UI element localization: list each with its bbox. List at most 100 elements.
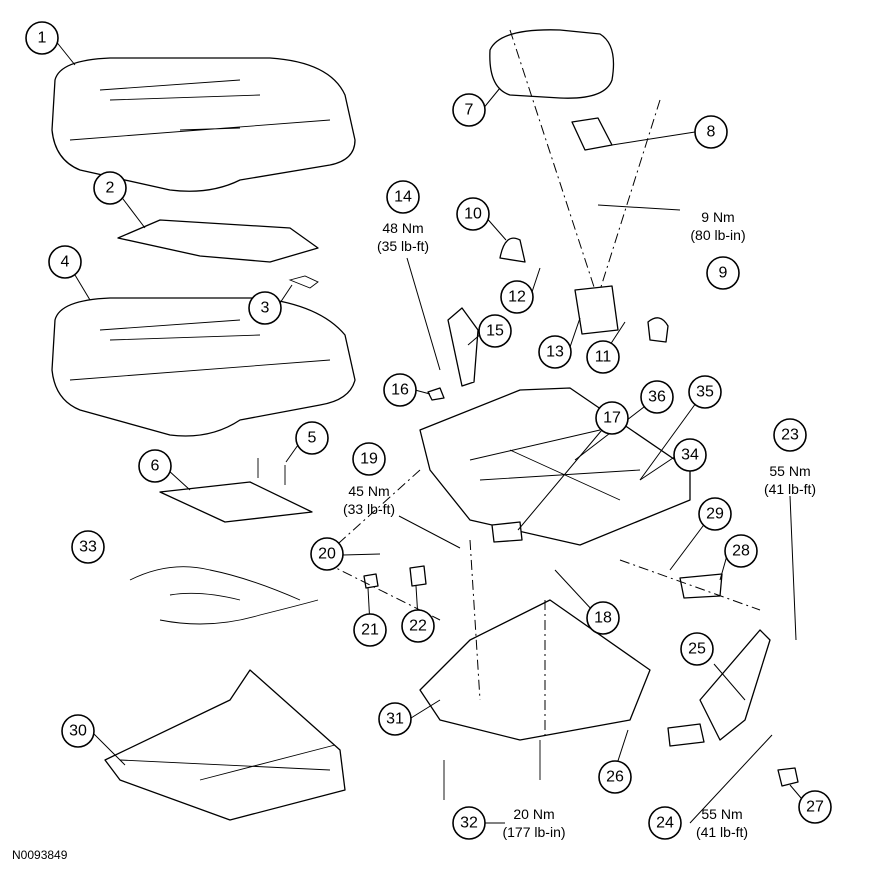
callout-22: 22 [401, 609, 435, 643]
svg-text:12: 12 [508, 289, 526, 306]
callout-33: 33 [71, 530, 105, 564]
seat-cushion-cover [51, 57, 356, 192]
svg-text:5: 5 [308, 430, 317, 447]
torque-spec-14: 48 Nm (35 lb-ft) [377, 220, 429, 254]
svg-text:1: 1 [38, 30, 47, 47]
svg-text:(41 lb-ft): (41 lb-ft) [764, 481, 816, 497]
svg-text:25: 25 [688, 641, 706, 658]
svg-text:48 Nm: 48 Nm [382, 220, 423, 236]
buckle-connector [427, 387, 445, 401]
svg-text:10: 10 [464, 206, 482, 223]
svg-text:36: 36 [648, 389, 666, 406]
callout-5: 5 [295, 421, 329, 455]
svg-text:7: 7 [465, 102, 474, 119]
svg-text:(177 lb-in): (177 lb-in) [502, 824, 565, 840]
callout-7: 7 [452, 93, 486, 127]
svg-text:23: 23 [781, 427, 799, 444]
bottom-plate [159, 458, 313, 523]
track-bolts [443, 740, 541, 800]
svg-text:(80 lb-in): (80 lb-in) [690, 227, 745, 243]
svg-text:4: 4 [61, 254, 70, 271]
callout-11: 11 [586, 340, 620, 374]
callout-29: 29 [698, 497, 732, 531]
svg-text:26: 26 [606, 769, 624, 786]
svg-text:13: 13 [546, 344, 564, 361]
seat-track-left [104, 669, 346, 821]
callout-4: 4 [48, 245, 82, 279]
svg-text:17: 17 [603, 410, 621, 427]
callout-34: 34 [673, 438, 707, 472]
callout-32: 32 [452, 806, 486, 840]
callout-8: 8 [694, 115, 728, 149]
callout-15: 15 [478, 314, 512, 348]
svg-text:35: 35 [696, 384, 714, 401]
svg-text:(35 lb-ft): (35 lb-ft) [377, 238, 429, 254]
callout-21: 21 [353, 613, 387, 647]
svg-text:45 Nm: 45 Nm [348, 483, 389, 499]
callout-3: 3 [248, 291, 282, 325]
cap [647, 317, 669, 343]
callout-2: 2 [93, 171, 127, 205]
svg-text:16: 16 [391, 382, 409, 399]
callout-6: 6 [138, 449, 172, 483]
leader-lines [54, 39, 808, 824]
headrest-bracket [574, 285, 619, 335]
svg-text:55 Nm: 55 Nm [701, 806, 742, 822]
torque-spec-9: 9 Nm (80 lb-in) [690, 209, 745, 243]
svg-text:11: 11 [595, 349, 612, 366]
callout-17: 17 [595, 401, 629, 435]
svg-text:19: 19 [360, 451, 378, 468]
svg-text:(33 lb-ft): (33 lb-ft) [343, 501, 395, 517]
callout-36: 36 [640, 380, 674, 414]
svg-text:6: 6 [151, 458, 160, 475]
svg-text:2: 2 [106, 180, 115, 197]
svg-text:33: 33 [79, 539, 97, 556]
clip [499, 237, 526, 263]
seat-track-assembly [419, 599, 651, 741]
callout-23: 23 [773, 418, 807, 452]
torque-spec-19: 45 Nm (33 lb-ft) [343, 483, 395, 517]
retaining-clip [777, 767, 799, 787]
callout-27: 27 [798, 790, 832, 824]
svg-text:21: 21 [361, 622, 379, 639]
seat-belt-buckle [447, 307, 479, 387]
svg-text:22: 22 [409, 618, 427, 635]
svg-text:29: 29 [706, 506, 724, 523]
callout-9: 9 [706, 256, 740, 290]
svg-text:20 Nm: 20 Nm [513, 806, 554, 822]
svg-text:24: 24 [656, 815, 674, 832]
svg-text:8: 8 [707, 124, 716, 141]
motor [667, 723, 705, 747]
svg-text:9 Nm: 9 Nm [701, 209, 734, 225]
torque-spec-23: 55 Nm (41 lb-ft) [764, 463, 816, 497]
callout-10: 10 [456, 197, 490, 231]
callout-19: 19 [352, 442, 386, 476]
callout-14: 14 [386, 180, 420, 214]
seat-cushion-foam [51, 297, 356, 437]
callout-31: 31 [378, 702, 412, 736]
wiring-harness [129, 566, 319, 625]
headrest [489, 29, 615, 99]
callout-16: 16 [383, 373, 417, 407]
svg-text:14: 14 [394, 189, 412, 206]
callout-26: 26 [598, 760, 632, 794]
svg-text:18: 18 [594, 610, 612, 627]
svg-text:32: 32 [460, 815, 478, 832]
svg-text:27: 27 [806, 799, 824, 816]
torque-spec-32: 20 Nm (177 lb-in) [502, 806, 565, 840]
callout-28: 28 [724, 534, 758, 568]
svg-text:9: 9 [719, 265, 728, 282]
svg-text:30: 30 [69, 723, 87, 740]
callout-20: 20 [310, 537, 344, 571]
torque-spec-24: 55 Nm (41 lb-ft) [696, 806, 748, 840]
callout-13: 13 [538, 335, 572, 369]
svg-text:34: 34 [681, 447, 699, 464]
svg-text:20: 20 [318, 546, 336, 563]
callout-18: 18 [586, 601, 620, 635]
svg-text:28: 28 [732, 543, 750, 560]
connector [288, 275, 319, 289]
recliner [699, 629, 771, 741]
module [491, 521, 523, 543]
headrest-guide [571, 117, 613, 151]
